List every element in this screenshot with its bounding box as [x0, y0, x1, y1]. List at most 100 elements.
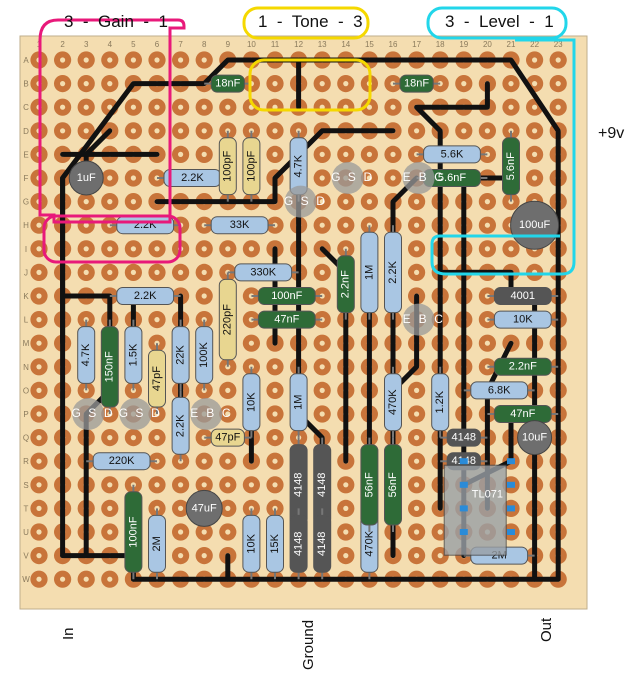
column-number: 16 [389, 40, 398, 49]
resistor-label: 1M [363, 265, 375, 280]
column-number: 19 [459, 40, 468, 49]
pad-hole [201, 269, 207, 275]
pad-hole [36, 317, 42, 323]
film-capacitor-label: 18nF [404, 78, 429, 90]
row-letter: L [24, 316, 29, 325]
transistor [284, 185, 317, 218]
transistor-pin: C [434, 312, 443, 326]
pad-hole [60, 104, 66, 110]
column-number: 14 [341, 40, 350, 49]
resistor-label: 4.7K [80, 343, 92, 366]
pad-hole [319, 411, 325, 417]
pad-hole [532, 81, 538, 87]
gain-control-label: 3 - Gain - 1 [64, 12, 168, 31]
pad-hole [508, 104, 514, 110]
resistor [171, 396, 190, 455]
resistor [289, 373, 308, 432]
pad-hole [319, 222, 325, 228]
column-number: 3 [84, 40, 89, 49]
diode-label: 4148 [452, 432, 476, 444]
resistor-label: 10K [513, 314, 533, 326]
transistor-pin: G [284, 194, 293, 208]
pad-hole [414, 482, 420, 488]
pad-hole [130, 175, 136, 181]
pad-hole [272, 458, 278, 464]
pad-hole [36, 364, 42, 370]
pad-hole [201, 57, 207, 63]
pad-hole [36, 387, 42, 393]
resistor [148, 514, 166, 573]
resistor-label: 10K [245, 533, 257, 553]
film-capacitor-label: 56nF [387, 472, 399, 497]
row-letter: R [23, 457, 29, 466]
row-letter: U [23, 528, 29, 537]
pad-hole [366, 151, 372, 157]
pad-hole [154, 482, 160, 488]
pad-hole [248, 482, 254, 488]
pad-hole [508, 81, 514, 87]
pad-hole [272, 128, 278, 134]
row-letter: B [23, 80, 28, 89]
pad-hole [225, 128, 231, 134]
film-capacitor [399, 74, 434, 93]
resistor [234, 263, 293, 282]
film-capacitor [336, 255, 355, 314]
pad-hole [83, 128, 89, 134]
ceramic-capacitor-label: 100pF [222, 150, 234, 181]
resistor [242, 373, 261, 432]
pad-hole [154, 104, 160, 110]
pad-hole [83, 222, 89, 228]
pad-hole [484, 246, 490, 252]
pad-hole [178, 151, 184, 157]
electrolytic-capacitor-label: 100uF [519, 219, 550, 231]
column-number: 9 [226, 40, 231, 49]
pad-hole [343, 199, 349, 205]
pad-hole [366, 175, 372, 181]
pad-hole [83, 104, 89, 110]
diode [446, 428, 481, 447]
resistor-label: 2.2K [181, 172, 204, 184]
transistor-pin: B [419, 312, 427, 326]
pad-hole [83, 81, 89, 87]
pad-hole [107, 104, 113, 110]
row-letter: O [23, 386, 29, 395]
pad-hole [36, 482, 42, 488]
pad-hole [272, 387, 278, 393]
film-capacitor-label: 2.2nF [509, 361, 537, 373]
column-number: 20 [483, 40, 492, 49]
transistor [72, 398, 105, 430]
column-number: 7 [178, 40, 183, 49]
pad-hole [201, 104, 207, 110]
diode [313, 514, 332, 573]
film-capacitor-label: 47nF [274, 314, 299, 326]
film-capacitor [100, 326, 119, 408]
row-letter: E [23, 150, 28, 159]
pad-hole [130, 435, 136, 441]
column-number: 10 [247, 40, 256, 49]
pad-hole [343, 553, 349, 559]
pad-hole [272, 482, 278, 488]
electrolytic-capacitor [517, 420, 553, 456]
tone-control-outline [242, 6, 370, 40]
electrolytic-capacitor [68, 160, 104, 196]
column-number: 15 [365, 40, 374, 49]
pad-hole [178, 529, 184, 535]
column-number: 13 [318, 40, 327, 49]
ceramic-capacitor [210, 428, 245, 447]
pad-hole [414, 387, 420, 393]
transistor-pin: E [190, 406, 198, 420]
pad-hole [319, 269, 325, 275]
pad-hole [461, 128, 467, 134]
row-letter: C [23, 103, 29, 112]
resistor-label: 4.7K [293, 154, 305, 177]
pad-hole [83, 199, 89, 205]
pad-hole [414, 411, 420, 417]
pad-hole [343, 222, 349, 228]
resistor [116, 287, 175, 305]
ceramic-capacitor [148, 349, 166, 408]
transistor-pin: E [403, 170, 411, 184]
ground-label: Ground [300, 619, 317, 670]
ceramic-capacitor [242, 137, 261, 196]
resistor [242, 514, 261, 573]
